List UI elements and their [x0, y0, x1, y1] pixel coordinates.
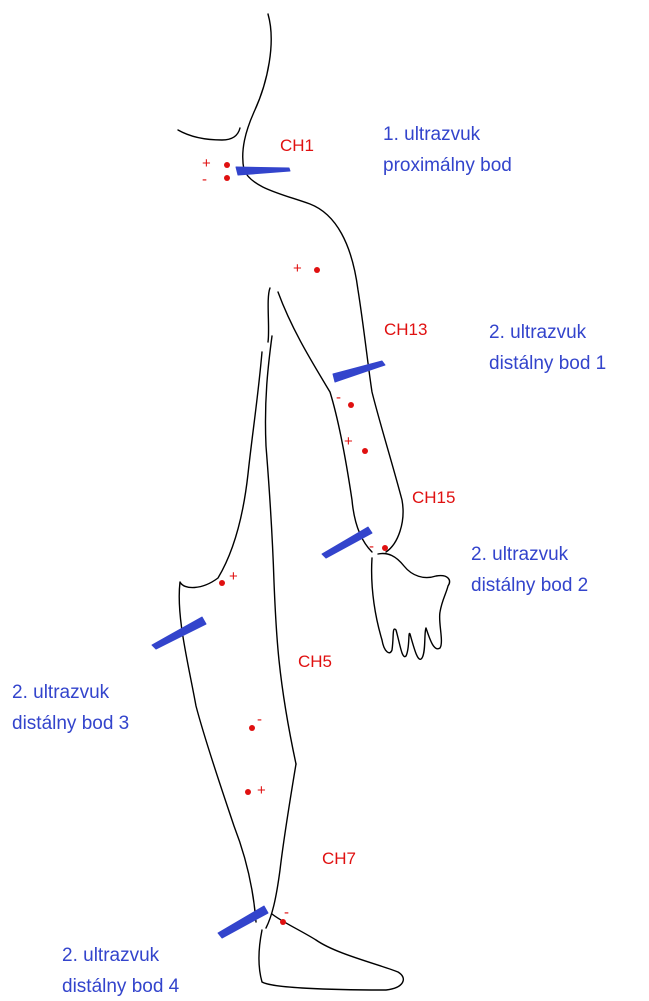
us-label-distal1-line2: distálny bod 1 [489, 353, 606, 374]
us-label-distal2-line2: distálny bod 2 [471, 575, 588, 596]
sign-ch5-plus: + [229, 568, 238, 585]
sign-ch1-plus: + [202, 155, 211, 172]
channel-labels: CH1 CH13 CH15 CH5 CH7 [280, 136, 455, 868]
channel-label-ch7: CH7 [322, 849, 356, 868]
sign-ch1-minus: - [202, 171, 207, 188]
us-label-distal4-line1: 2. ultrazvuk [62, 945, 160, 966]
foot-contour [259, 914, 403, 990]
probe-distal-4 [218, 906, 268, 938]
torso-front-contour [265, 336, 296, 764]
inner-arm-contour [278, 292, 372, 552]
channel-label-ch5: CH5 [298, 652, 332, 671]
probe-proximal [236, 167, 290, 175]
electrode-ch7-pos [245, 789, 251, 795]
torso-back-contour [179, 352, 262, 922]
probe-distal-3 [152, 617, 206, 649]
shoulder-contour [268, 288, 270, 342]
sign-ch7-plus: + [257, 782, 266, 799]
hand-contour [372, 554, 450, 660]
back-contour [243, 14, 403, 552]
us-label-proximal-line2: proximálny bod [383, 155, 512, 176]
channel-label-ch15: CH15 [412, 488, 455, 507]
sign-ch15-plus: + [344, 433, 353, 450]
us-label-distal2-line1: 2. ultrazvuk [471, 544, 569, 565]
electrode-ch15-neg [382, 545, 388, 551]
channel-label-ch1: CH1 [280, 136, 314, 155]
us-label-distal1-line1: 2. ultrazvuk [489, 322, 587, 343]
us-label-proximal-line1: 1. ultrazvuk [383, 124, 481, 145]
electrode-ch13-neg [348, 402, 354, 408]
electrode-ch5-pos [219, 580, 225, 586]
electrode-ch1-neg [224, 175, 230, 181]
sign-ch7-minus: - [284, 904, 289, 921]
channel-label-ch13: CH13 [384, 320, 427, 339]
leg-front-contour [266, 764, 296, 928]
chin-contour [178, 128, 240, 140]
sign-ch13-minus: - [336, 389, 341, 406]
us-label-distal3-line1: 2. ultrazvuk [12, 682, 110, 703]
sign-ch5-minus: - [257, 711, 262, 728]
us-label-distal3-line2: distálny bod 3 [12, 713, 129, 734]
electrode-ch5-neg [249, 725, 255, 731]
us-label-distal4-line2: distálny bod 4 [62, 976, 180, 997]
probe-distal-1 [333, 361, 385, 382]
sign-ch13-plus: + [293, 260, 302, 277]
electrode-ch15-pos [362, 448, 368, 454]
electrode-ch1-pos [224, 162, 230, 168]
sign-ch15-minus: - [369, 538, 374, 555]
ultrasound-probes [152, 167, 385, 938]
ultrasound-labels: 1. ultrazvuk proximálny bod 2. ultrazvuk… [12, 124, 606, 997]
electrode-ch13-pos [314, 267, 320, 273]
